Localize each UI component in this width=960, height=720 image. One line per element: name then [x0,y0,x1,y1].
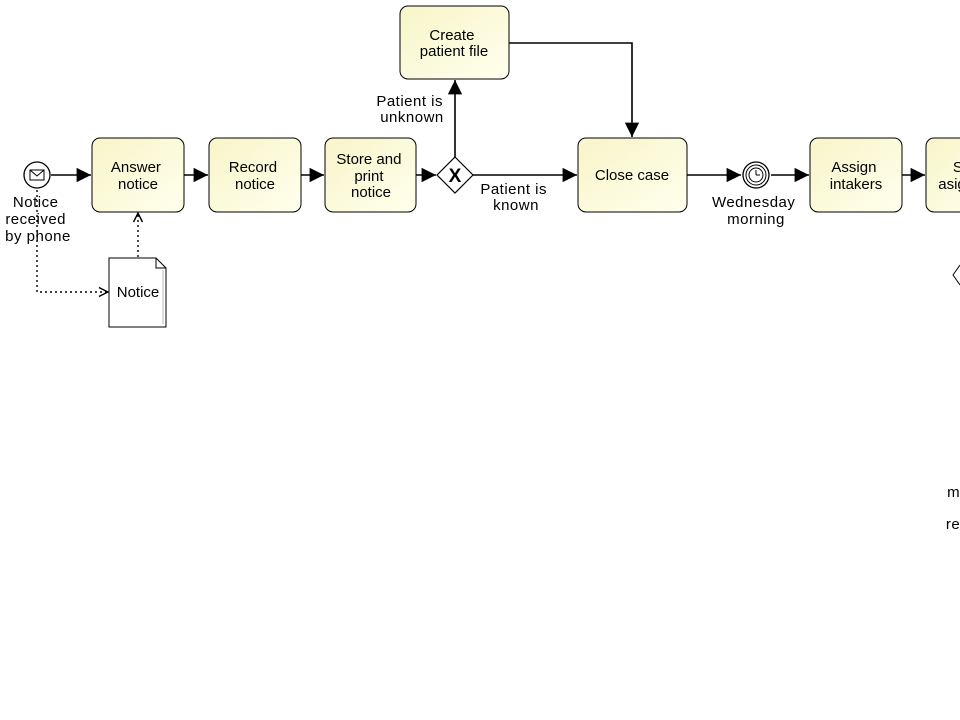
partial-gateway-edge [952,264,960,286]
timer-event[interactable] [742,161,770,189]
task-store-and-print-notice-label: Store and print notice [336,151,405,201]
clock-icon [748,167,764,183]
flow-label-patient-known: Patient is known [480,181,551,214]
task-answer-notice-label: Answer notice [111,159,165,193]
associations [36,190,138,292]
edge-fragment-label: m re [946,484,960,533]
timer-event-label: Wednesday morning [712,194,800,228]
gateway-x-marker: X [449,166,462,187]
data-object-notice[interactable]: Notice [108,257,167,328]
task-partial-offscreen[interactable]: S asig [925,137,960,213]
sequence-flows [51,42,925,183]
task-answer-notice[interactable]: Answer notice [91,137,185,213]
task-close-case-label: Close case [595,167,669,184]
task-close-case[interactable]: Close case [577,137,688,213]
association-start-to-notice[interactable] [36,190,109,292]
task-create-patient-file[interactable]: Create patient file [399,5,510,80]
task-assign-intakers-label: Assign intakers [830,159,883,193]
task-store-and-print-notice[interactable]: Store and print notice [324,137,417,213]
task-assign-intakers[interactable]: Assign intakers [809,137,903,213]
exclusive-gateway[interactable]: X [436,156,474,194]
flow-create-file-to-close-case[interactable] [509,42,640,137]
task-partial-offscreen-label: S asig [938,159,960,193]
task-create-patient-file-label: Create patient file [420,27,488,60]
start-event-label: Notice received by phone [5,194,71,245]
envelope-icon [29,169,45,181]
data-object-notice-label: Notice [117,284,160,301]
task-record-notice[interactable]: Record notice [208,137,302,213]
flow-label-patient-unknown: Patient is unknown [376,93,447,126]
task-record-notice-label: Record notice [229,159,282,193]
start-event-message[interactable] [23,161,51,189]
